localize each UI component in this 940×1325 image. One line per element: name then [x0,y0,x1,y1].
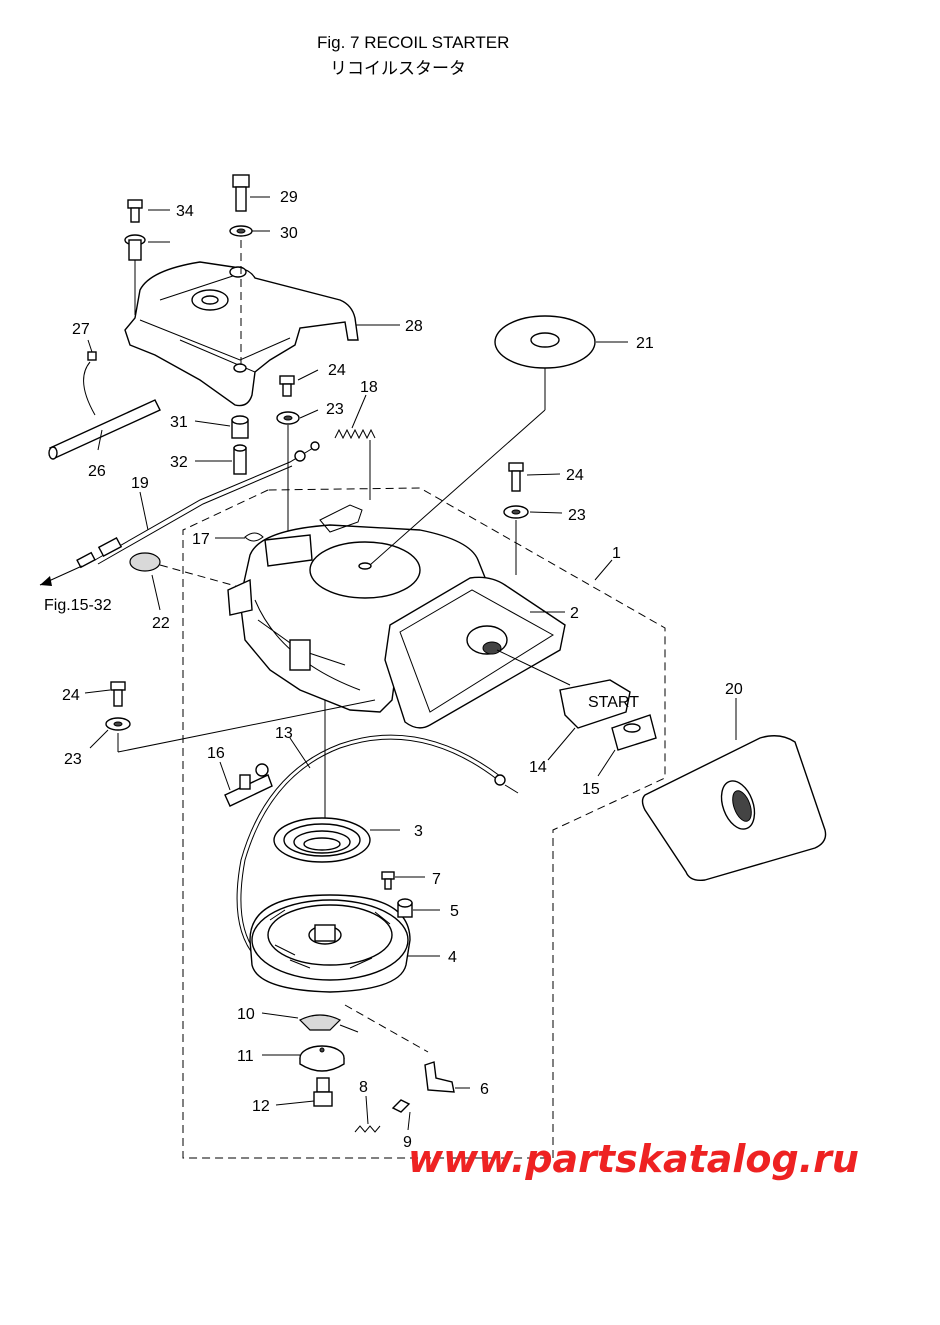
tube-26 [48,399,161,460]
starter-case [227,504,566,729]
clip-17 [244,532,264,542]
callout-21: 21 [636,335,654,352]
figure-title: Fig. 7 RECOIL STARTER [317,33,510,52]
callout-3: 3 [414,823,423,840]
callout-8: 8 [359,1079,368,1096]
callout-18: 18 [360,379,378,396]
retainer-11 [299,1045,345,1072]
callout-7: 7 [432,871,441,888]
bolt-33 [127,199,143,223]
callout-24-top: 24 [328,362,346,379]
callout-6: 6 [480,1081,489,1098]
grommet-22 [129,552,161,572]
callout-2: 2 [570,605,579,622]
plate-20 [641,735,827,882]
rope-13 [236,734,519,969]
callout-22: 22 [152,615,170,632]
callout-20: 20 [725,681,743,698]
cable-tie-27 [83,351,97,416]
stopper-16 [224,763,273,807]
recoil-spring-3 [273,817,371,863]
callout-23-left: 23 [64,751,82,768]
friction-plate-10 [298,1014,359,1033]
washer-23-left [105,717,131,731]
bolt-24-right [508,462,524,492]
callout-33: 34 [176,203,194,220]
spring-8 [354,1125,381,1133]
callout-26: 26 [88,463,106,480]
callout-24-left: 24 [62,687,80,704]
callout-16: 16 [207,745,225,762]
callout-29: 29 [280,189,298,206]
spring-9 [391,1099,411,1113]
collar-32 [233,444,247,475]
callout-13: 13 [275,725,293,742]
reference-label: Fig.15-32 [44,597,112,614]
callout-28: 28 [405,318,423,335]
washer-23-right [503,505,529,519]
callout-31: 31 [170,414,188,431]
washer-30 [229,225,253,237]
callout-23-right: 23 [568,507,586,524]
callout-15: 15 [582,781,600,798]
screw-7 [381,871,395,890]
callout-32: 32 [170,454,188,471]
callout-17: 17 [192,531,210,548]
grip-15 [611,714,657,751]
pawl-6 [424,1061,455,1093]
bolt-12 [313,1077,333,1107]
callout-11: 11 [237,1048,254,1065]
callout-9: 9 [403,1134,412,1151]
callout-4: 4 [448,949,457,966]
handle-label: START [588,694,639,711]
bolt-24-top [279,375,295,397]
figure-subtitle: リコイルスタータ [330,59,466,78]
reference-arrow [40,576,52,586]
decal-21 [494,315,596,369]
collar-34 [124,234,146,261]
callout-12: 12 [252,1098,270,1115]
callout-24-right: 24 [566,467,584,484]
callout-14: 14 [529,759,547,776]
washer-23-top [276,411,300,425]
callout-30: 30 [280,225,298,242]
callout-leaders [84,196,737,1131]
spring-18 [334,428,376,500]
callout-23-top: 23 [326,401,344,418]
watermark: www.partskatalog.ru [408,1137,859,1181]
collar-31 [231,415,249,439]
handle-14: START [496,649,639,729]
callout-1: 1 [612,545,621,562]
callout-19: 19 [131,475,149,492]
callout-10: 10 [237,1006,255,1023]
bolt-29 [232,174,250,212]
reel-4 [249,894,411,993]
collar-5 [397,898,413,918]
callout-5: 5 [450,903,459,920]
callout-27: 27 [72,321,90,338]
bolt-24-left [110,681,126,707]
